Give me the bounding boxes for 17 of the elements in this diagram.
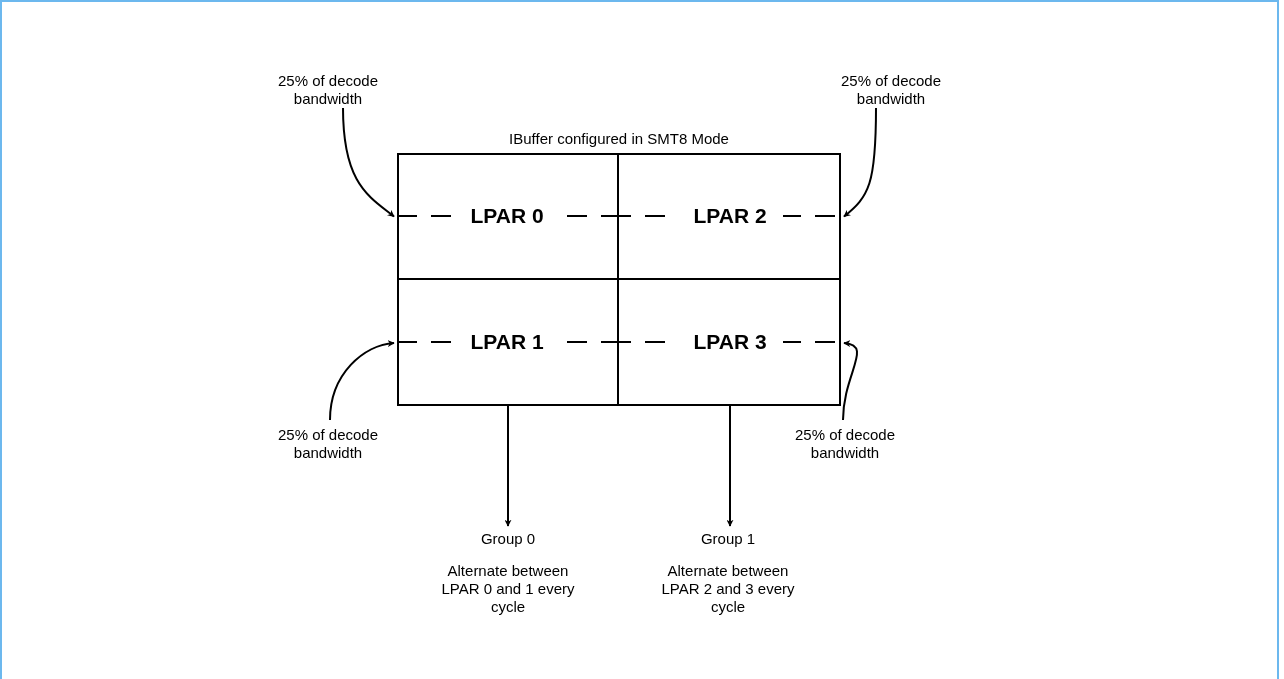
arrow [843, 107, 877, 218]
note-text: Alternate between LPAR 2 and 3 every cycle [660, 562, 796, 616]
arrow [726, 405, 734, 527]
partition-cell [397, 280, 619, 404]
group-heading: Group 1 [700, 530, 756, 548]
arrow [842, 340, 859, 421]
note-text: 25% of decode bandwidth [839, 72, 943, 108]
arrow [504, 405, 512, 527]
note-text: Alternate between LPAR 0 and 1 every cycle [440, 562, 576, 616]
partition-cell [397, 153, 619, 280]
group-heading: Group 0 [480, 530, 536, 548]
arrow [329, 340, 395, 421]
note-text: 25% of decode bandwidth [276, 426, 380, 462]
note-text: 25% of decode bandwidth [793, 426, 897, 462]
arrow [342, 107, 395, 218]
note-text: 25% of decode bandwidth [276, 72, 380, 108]
box-title: IBuffer configured in SMT8 Mode [508, 129, 730, 149]
